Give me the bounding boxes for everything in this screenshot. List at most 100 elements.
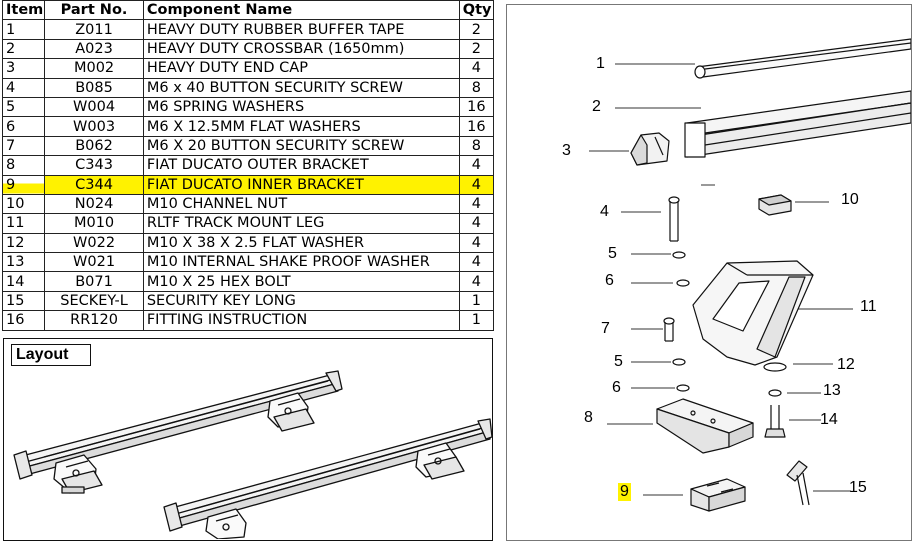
callout-10: 10 [841, 191, 859, 208]
cell-item: 10 [1, 193, 46, 215]
cell-component-name: FIAT DUCATO OUTER BRACKET [142, 155, 460, 176]
header-part-no: Part No. [44, 0, 144, 21]
cell-component-name: M10 INTERNAL SHAKE PROOF WASHER [142, 252, 460, 273]
cell-item: 12 [1, 232, 46, 254]
callout-11: 11 [860, 298, 877, 315]
cell-qty: 1 [458, 310, 495, 331]
cell-part-no: RR120 [44, 310, 144, 331]
exploded-diagram-panel: 1 2 3 4 5 6 7 5 6 8 9 10 11 12 13 14 15 [506, 4, 912, 541]
header-qty: Qty [458, 0, 495, 21]
part-10-channel-nut [758, 194, 792, 216]
cell-qty: 8 [458, 77, 495, 98]
cell-item: 4 [1, 77, 46, 98]
cell-component-name: M6 X 20 BUTTON SECURITY SCREW [142, 135, 460, 157]
callout-1: 1 [596, 55, 605, 72]
cell-part-no: W003 [44, 116, 144, 137]
header-component-name: Component Name [142, 0, 460, 21]
part-3-end-cap [630, 132, 670, 166]
part-5-spring-washer-a [672, 251, 686, 259]
cell-qty: 2 [458, 38, 495, 60]
part-11-mount-leg [692, 260, 814, 366]
cell-qty: 1 [458, 290, 495, 312]
part-6-flat-washer-a [676, 279, 690, 287]
cell-component-name: RLTF TRACK MOUNT LEG [142, 213, 460, 234]
cell-item: 9 [1, 174, 46, 195]
callout-8: 8 [584, 409, 593, 426]
part-1-buffer-tape [694, 38, 911, 79]
cell-item: 3 [1, 58, 46, 79]
crossbar-front [163, 418, 492, 532]
part-15-security-key [786, 460, 810, 506]
cell-item: 8 [1, 155, 46, 176]
cell-part-no: C343 [44, 155, 144, 176]
cell-item: 11 [1, 213, 46, 234]
cell-component-name: HEAVY DUTY END CAP [142, 58, 460, 79]
callout-13: 13 [823, 382, 841, 399]
table-header-row: Item Part No. Component Name Qty [1, 0, 495, 21]
cell-item: 5 [1, 96, 46, 118]
cell-qty: 4 [458, 271, 495, 292]
cell-qty: 4 [458, 232, 495, 254]
cell-part-no: W022 [44, 232, 144, 254]
cell-part-no: W021 [44, 252, 144, 273]
callout-6a: 6 [605, 272, 614, 289]
callout-12: 12 [837, 356, 855, 373]
cell-qty: 4 [458, 193, 495, 215]
callout-4: 4 [600, 203, 609, 220]
callout-6b: 6 [612, 379, 621, 396]
part-9-inner-bracket [690, 478, 746, 512]
cell-qty: 4 [458, 213, 495, 234]
cell-part-no: B085 [44, 77, 144, 98]
callout-5a: 5 [608, 245, 617, 262]
foot-back-right [267, 392, 315, 432]
cell-item: 7 [1, 135, 46, 157]
cell-qty: 16 [458, 116, 495, 137]
cell-qty: 8 [458, 135, 495, 157]
part-4-screw [668, 196, 680, 242]
part-2-crossbar [684, 90, 911, 158]
callout-14: 14 [820, 411, 838, 428]
cell-item: 16 [1, 310, 46, 331]
cell-item: 15 [1, 290, 46, 312]
cell-qty: 4 [458, 174, 495, 195]
cell-component-name: HEAVY DUTY RUBBER BUFFER TAPE [142, 19, 460, 40]
foot-front-right [415, 442, 465, 480]
cell-item: 13 [1, 252, 46, 273]
callout-3: 3 [562, 142, 571, 159]
part-6-flat-washer-b [676, 384, 690, 392]
layout-illustration [13, 370, 492, 539]
cell-component-name: HEAVY DUTY CROSSBAR (1650mm) [142, 38, 460, 60]
callout-9: 9 [618, 483, 631, 501]
leader-lines [589, 63, 853, 496]
cell-component-name: M6 X 12.5MM FLAT WASHERS [142, 116, 460, 137]
cell-part-no: W004 [44, 96, 144, 118]
cell-component-name: M10 CHANNEL NUT [142, 193, 460, 215]
part-13-shake-washer [768, 389, 782, 397]
cell-item: 14 [1, 271, 46, 292]
callout-15: 15 [849, 479, 867, 496]
cell-qty: 4 [458, 252, 495, 273]
cell-item: 6 [1, 116, 46, 137]
cell-part-no: M010 [44, 213, 144, 234]
cell-component-name: FITTING INSTRUCTION [142, 310, 460, 331]
part-5-spring-washer-b [672, 358, 686, 366]
part-7-screw [663, 317, 675, 342]
part-12-flat-washer [763, 362, 787, 372]
layout-title: Layout [11, 344, 91, 366]
cell-item: 1 [1, 19, 46, 40]
crossbar-back [13, 370, 343, 480]
foot-front-left [205, 508, 247, 539]
cell-part-no: SECKEY-L [44, 290, 144, 312]
cell-part-no: M002 [44, 58, 144, 79]
